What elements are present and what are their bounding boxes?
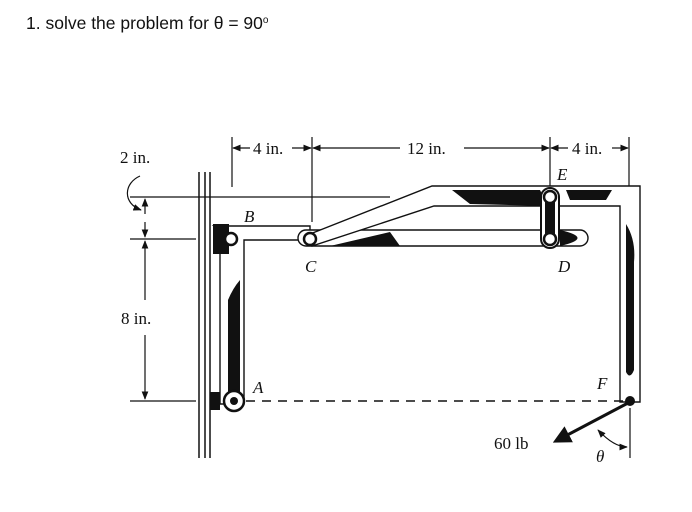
force-label: 60 lb [494, 434, 528, 453]
label-f: F [596, 374, 608, 393]
problem-statement: 1. solve the problem for θ = 90o [26, 13, 268, 34]
member-ab [211, 224, 311, 405]
pin-c [302, 231, 318, 247]
fixed-wall [198, 172, 211, 458]
dim-middle-width: 12 in. [407, 139, 446, 158]
label-e: E [556, 165, 568, 184]
angle-label: θ [596, 447, 604, 466]
link-ed [540, 187, 560, 249]
angle-theta-marker [597, 408, 631, 458]
pin-b [223, 231, 239, 247]
label-b: B [244, 207, 255, 226]
problem-number: 1. [26, 13, 41, 33]
top-dimension-line [231, 137, 630, 222]
dim-left-width: 4 in. [253, 139, 283, 158]
degree-mark: o [262, 15, 269, 26]
pin-a [210, 389, 246, 413]
dim-small-height: 2 in. [120, 148, 150, 167]
pin-e [542, 189, 558, 205]
dim-large-height: 8 in. [121, 309, 151, 328]
label-a: A [252, 378, 264, 397]
link-cd [297, 229, 589, 247]
left-dimension-line [126, 175, 149, 400]
dim-right-width: 4 in. [572, 139, 602, 158]
pin-d [542, 231, 558, 247]
problem-text: solve the problem for θ = 90 [45, 13, 263, 33]
force-arrow [552, 401, 629, 443]
member-cef [303, 185, 641, 403]
label-d: D [557, 257, 571, 276]
label-c: C [305, 257, 317, 276]
